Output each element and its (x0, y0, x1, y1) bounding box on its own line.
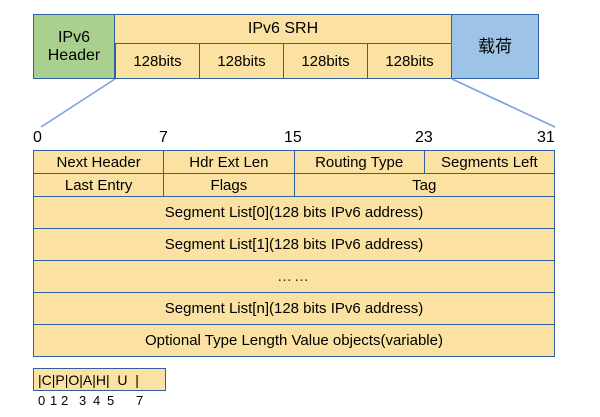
srh-field-table: Next Header Hdr Ext Len Routing Type Seg… (32, 150, 556, 357)
srh-bits-cell-2: 128bits (284, 44, 368, 79)
field-tag: Tag (293, 173, 555, 197)
field-segment-list-0: Segment List[0](128 bits IPv6 address) (33, 196, 555, 229)
bit-ruler: 0 7 15 23 31 (33, 128, 555, 148)
flags-tick-7: 7 (136, 393, 144, 408)
field-routing-type: Routing Type (293, 150, 425, 174)
bit-tick-15: 15 (284, 129, 302, 146)
bit-tick-7: 7 (159, 129, 168, 146)
flags-tick-3: 3 (79, 393, 87, 408)
ipv6-srh-title: IPv6 SRH (115, 14, 452, 44)
packet-strip: IPv6 Header IPv6 SRH 128bits 128bits 128… (33, 14, 539, 79)
field-hdr-ext-len: Hdr Ext Len (163, 150, 295, 174)
ipv6-header-block: IPv6 Header (33, 14, 115, 79)
field-segment-list-n: Segment List[n](128 bits IPv6 address) (33, 292, 555, 325)
srh-row-ellipsis: …… (33, 260, 555, 293)
ipv6-header-line1: IPv6 (57, 28, 90, 46)
srh-bits-cell-0: 128bits (115, 44, 200, 79)
flags-tick-5: 5 (107, 393, 115, 408)
field-segment-list-1: Segment List[1](128 bits IPv6 address) (33, 228, 555, 261)
flags-bit-ruler: 0 1 2 3 4 5 7 (33, 392, 173, 410)
srh-row-2: Last Entry Flags Tag (32, 173, 555, 197)
ipv6-header-line2: Header (47, 46, 101, 64)
connector-line-left (40, 78, 116, 128)
srh-row-tlv: Optional Type Length Value objects(varia… (33, 324, 555, 357)
flags-tick-4: 4 (93, 393, 101, 408)
ipv6-srh-bits-row: 128bits 128bits 128bits 128bits (115, 44, 452, 79)
connector-line-right (451, 78, 556, 128)
field-last-entry: Last Entry (32, 173, 165, 197)
bit-tick-31: 31 (537, 129, 555, 146)
field-segment-list-ellipsis: …… (33, 260, 555, 293)
srh-row-segment-0: Segment List[0](128 bits IPv6 address) (33, 196, 555, 229)
ipv6-srh-block: IPv6 SRH 128bits 128bits 128bits 128bits (115, 14, 452, 79)
field-segments-left: Segments Left (423, 150, 556, 174)
bit-tick-23: 23 (415, 129, 433, 146)
flags-tick-0: 0 (38, 393, 46, 408)
srh-bits-cell-1: 128bits (200, 44, 284, 79)
bit-tick-0: 0 (33, 129, 42, 146)
flags-detail-box: |C|P|O|A|H| U | (33, 368, 166, 391)
srh-row-segment-n: Segment List[n](128 bits IPv6 address) (33, 292, 555, 325)
srh-row-1: Next Header Hdr Ext Len Routing Type Seg… (32, 150, 556, 174)
flags-tick-2: 2 (61, 393, 69, 408)
field-next-header: Next Header (32, 150, 165, 174)
field-flags: Flags (163, 173, 295, 197)
srh-row-segment-1: Segment List[1](128 bits IPv6 address) (33, 228, 555, 261)
field-optional-tlv: Optional Type Length Value objects(varia… (33, 324, 555, 357)
payload-block: 载荷 (452, 14, 539, 79)
flags-tick-1: 1 (50, 393, 58, 408)
srh-bits-cell-3: 128bits (368, 44, 452, 79)
